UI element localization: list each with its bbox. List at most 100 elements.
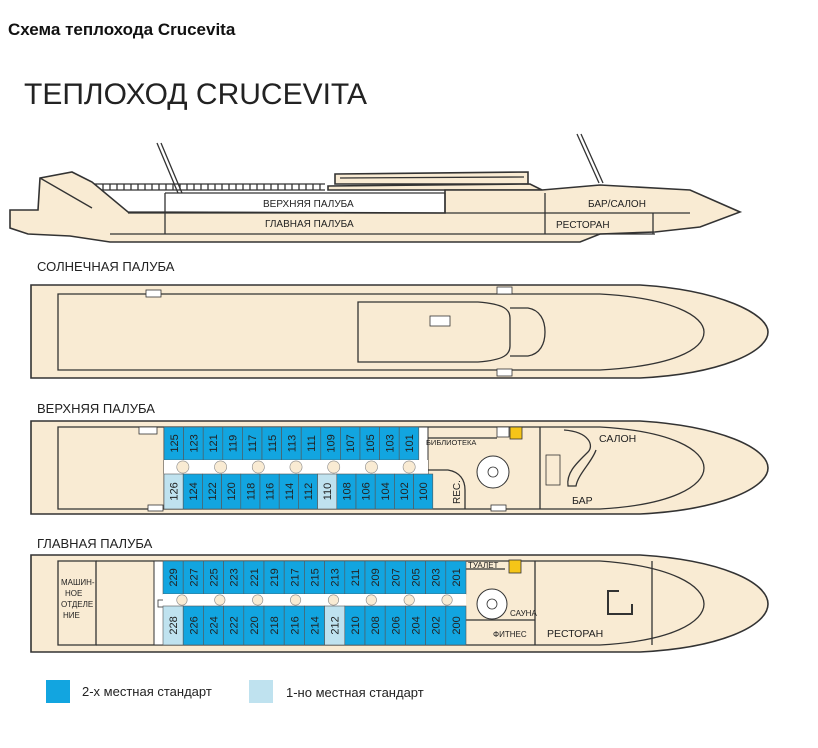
legend-single-swatch — [249, 680, 273, 703]
corridor-stairwell — [327, 594, 339, 606]
cabin-number: 117 — [247, 435, 259, 453]
main-deck-title: ГЛАВНАЯ ПАЛУБА — [37, 536, 153, 551]
side-view: ВЕРХНЯЯ ПАЛУБА ГЛАВНАЯ ПАЛУБА БАР/САЛОН … — [9, 133, 743, 243]
cabin-number: 112 — [303, 483, 315, 501]
cabin-number: 224 — [209, 616, 221, 634]
corridor-stairwell — [289, 460, 303, 474]
corridor-stairwell — [176, 460, 190, 474]
cabin-number: 222 — [229, 616, 241, 634]
cabin-number: 123 — [188, 434, 200, 452]
reception-label: REC. — [452, 480, 463, 504]
cabin-number: 208 — [370, 616, 382, 634]
stairs-icon — [145, 289, 162, 298]
restaurant-label: РЕСТОРАН — [547, 628, 603, 640]
corridor-stairwell — [403, 594, 415, 606]
cabin-number: 118 — [245, 483, 257, 501]
cabin-number: 108 — [341, 482, 353, 500]
stairs-icon — [147, 504, 164, 512]
cabin-number: 119 — [228, 435, 240, 453]
stairs-icon — [496, 368, 513, 377]
cabin-number: 211 — [350, 569, 362, 587]
cabin-number: 121 — [208, 434, 220, 452]
cabin-number: 229 — [168, 568, 180, 586]
legend-double-swatch — [46, 680, 70, 703]
stairs-icon — [496, 426, 510, 438]
side-upper-deck-label: ВЕРХНЯЯ ПАЛУБА — [263, 199, 354, 210]
cabin-number: 122 — [207, 482, 219, 500]
cabin-number: 109 — [326, 434, 338, 452]
cabin-number: 107 — [345, 434, 357, 452]
cabin-number: 210 — [350, 616, 362, 634]
cabin-number: 104 — [380, 482, 392, 500]
cabin-number: 223 — [229, 568, 241, 586]
corridor-stairwell — [441, 594, 453, 606]
sun-deck-plan — [30, 284, 769, 379]
corridor-stairwell — [252, 594, 264, 606]
ship-name-heading: ТЕПЛОХОД CRUCEVITA — [24, 78, 367, 111]
cabin-number: 226 — [188, 616, 200, 634]
cabin-number: 212 — [330, 616, 342, 634]
cabin-number: 201 — [451, 568, 463, 586]
legend-double-label: 2-х местная стандарт — [82, 684, 212, 699]
cabin-number: 225 — [209, 568, 221, 586]
sun-deck-railing — [92, 183, 325, 191]
cabin-number: 100 — [418, 482, 430, 500]
toilet-label: ТУАЛЕТ — [468, 561, 499, 570]
cabin-number: 207 — [390, 568, 402, 586]
legend-single-label: 1-но местная стандарт — [286, 685, 424, 700]
cabin — [445, 605, 467, 646]
cabin-number: 114 — [284, 483, 296, 501]
corridor-stairwell — [214, 460, 227, 474]
cabin-number: 217 — [289, 568, 301, 586]
cabin-number: 125 — [169, 434, 181, 452]
cabin-number: 126 — [169, 482, 181, 500]
cabin-number: 218 — [269, 616, 281, 634]
cabin-number: 221 — [249, 568, 261, 586]
corridor-stairwell — [214, 594, 226, 606]
cabin-number: 102 — [399, 482, 411, 500]
cabin-number: 205 — [411, 568, 423, 586]
cabin-number: 203 — [431, 568, 443, 586]
stairs-icon — [490, 504, 507, 512]
cabin-number: 227 — [188, 568, 200, 586]
salon-label: САЛОН — [599, 433, 636, 445]
cabin-number: 120 — [226, 482, 238, 500]
sun-deck-title: СОЛНЕЧНАЯ ПАЛУБА — [37, 259, 175, 274]
cabin-number: 105 — [365, 434, 377, 452]
page-title: Схема теплохода Crucevita — [8, 20, 236, 39]
cabin-number: 215 — [310, 568, 322, 586]
side-main-deck-label: ГЛАВНАЯ ПАЛУБА — [265, 219, 354, 230]
legend: 2-х местная стандарт 1-но местная станда… — [46, 680, 424, 703]
cabin-number: 110 — [322, 483, 334, 501]
engine-room-label: МАШИН- НОЕ ОТДЕЛЕ НИЕ — [61, 578, 97, 620]
fitness-label: ФИТНЕС — [493, 630, 527, 639]
side-bar-salon-label: БАР/САЛОН — [588, 199, 646, 210]
stairs-icon — [138, 426, 158, 435]
corridor-stairwell — [365, 460, 378, 474]
cabin-number: 106 — [361, 482, 373, 500]
stairs-icon — [496, 286, 513, 295]
side-restaurant-label: РЕСТОРАН — [556, 220, 610, 231]
corridor-stairwell — [251, 460, 265, 474]
cabin-number: 124 — [188, 482, 200, 500]
cabin-number: 209 — [370, 568, 382, 586]
corridor-stairwell — [176, 594, 188, 606]
upper-deck-title: ВЕРХНЯЯ ПАЛУБА — [37, 401, 155, 416]
corridor-stairwell — [402, 460, 416, 474]
cabin-number: 204 — [411, 616, 423, 634]
corridor-stairwell — [365, 594, 377, 606]
corridor-stairwell — [327, 460, 341, 474]
elevator-icon — [508, 559, 522, 574]
cabin-number: 115 — [267, 435, 279, 453]
cabin-number: 220 — [249, 616, 261, 634]
cabin-number: 103 — [384, 434, 396, 452]
cabin-number: 113 — [286, 435, 298, 453]
cabin-number: 214 — [310, 616, 322, 634]
bar-label: БАР — [572, 495, 593, 507]
cabin-number: 202 — [431, 616, 443, 634]
stairs-icon — [429, 315, 451, 327]
